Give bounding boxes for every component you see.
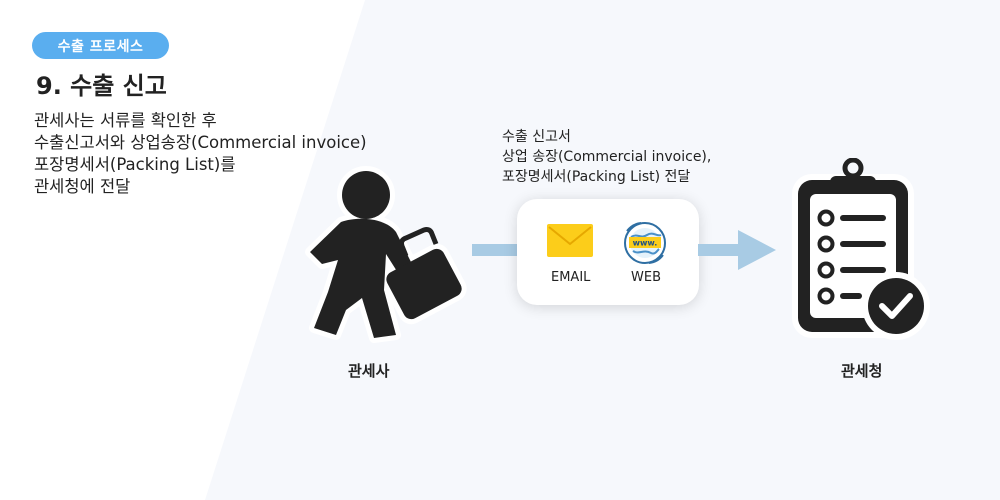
section-badge: 수출 프로세스 [32,32,169,59]
caption-line: 수출 신고서 [502,129,571,145]
description: 관세사는 서류를 확인한 후 수출신고서와 상업송장(Commercial in… [34,110,367,198]
page-title: 9. 수출 신고 [36,72,167,100]
globe-www-icon: www. [624,222,666,264]
description-line: 관세청에 전달 [34,177,131,196]
customs-broker-label: 관세사 [348,362,390,380]
description-line: 포장명세서(Packing List)를 [34,155,236,174]
envelope-icon [547,224,593,257]
check-circle-icon [862,272,930,340]
person-with-briefcase-icon [305,166,467,343]
caption-line: 포장명세서(Packing List) 전달 [502,169,691,185]
web-icon-text: www. [633,239,658,248]
caption-line: 상업 송장(Commercial invoice), [502,149,712,165]
description-line: 수출신고서와 상업송장(Commercial invoice) [34,133,367,152]
email-label: EMAIL [551,270,591,285]
customs-service-label: 관세청 [841,362,883,380]
channel-card: EMAIL www. WEB [517,199,699,305]
flow-arrow-head [698,230,776,270]
clipboard-checklist-icon [792,158,914,338]
description-line: 관세사는 서류를 확인한 후 [34,111,217,130]
web-label: WEB [631,270,661,285]
flow-caption: 수출 신고서 상업 송장(Commercial invoice), 포장명세서(… [502,127,711,187]
flow-arrow-shaft [472,244,522,256]
